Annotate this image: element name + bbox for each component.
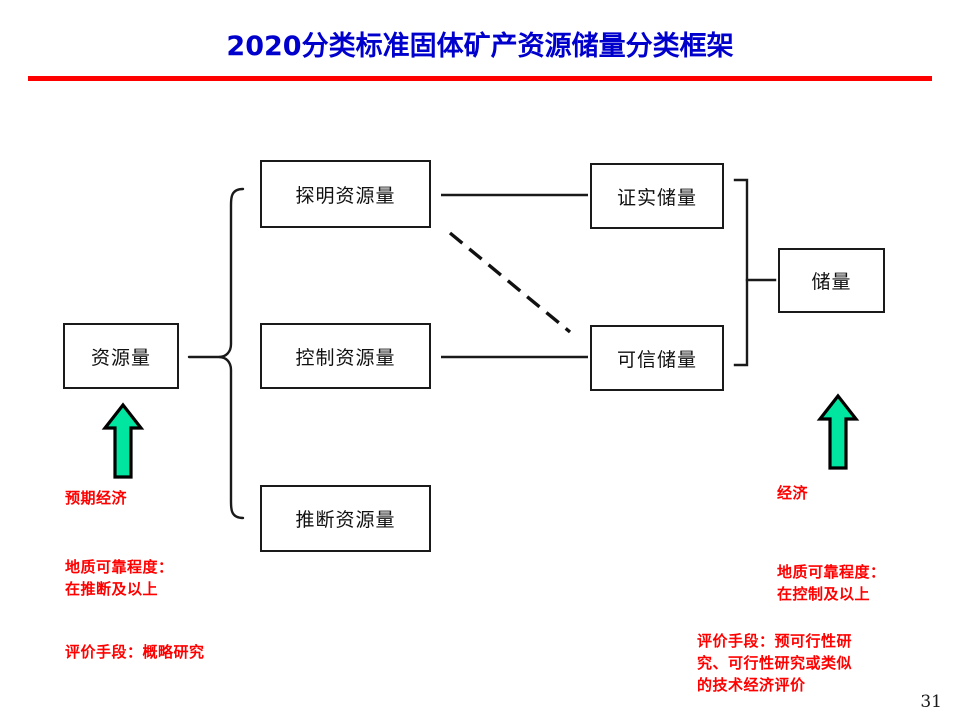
annotation-left-economy: 预期经济 bbox=[65, 489, 128, 507]
node-inferred-resources[interactable]: 推断资源量 bbox=[260, 485, 431, 552]
node-resources[interactable]: 资源量 bbox=[63, 323, 179, 389]
right-square-bracket-icon bbox=[733, 178, 777, 367]
annotation-right-economy: 经济 bbox=[777, 484, 809, 502]
annotation-left-geological-reliability: 地质可靠程度： 在推断及以上 bbox=[65, 558, 174, 598]
node-probable-reserves[interactable]: 可信储量 bbox=[590, 325, 724, 391]
annotation-right-evaluation-method: 评价手段：预可行性研 究、可行性研究或类似 的技术经济评价 bbox=[697, 632, 853, 694]
node-proved-reserves[interactable]: 证实储量 bbox=[590, 163, 724, 229]
node-indicated-resources[interactable]: 控制资源量 bbox=[260, 323, 431, 389]
node-measured-resources[interactable]: 探明资源量 bbox=[260, 160, 431, 228]
page-number: 31 bbox=[920, 692, 942, 712]
annotation-right-geological-reliability: 地质可靠程度： 在控制及以上 bbox=[777, 563, 886, 603]
annotation-left-evaluation-method: 评价手段：概略研究 bbox=[65, 643, 205, 661]
right-up-arrow-icon bbox=[816, 393, 860, 470]
node-reserves[interactable]: 储量 bbox=[778, 248, 885, 313]
connector-measured-to-probable-dashed bbox=[448, 231, 572, 334]
left-up-arrow-icon bbox=[101, 402, 145, 479]
page-title: 2020分类标准固体矿产资源储量分类框架 bbox=[226, 31, 734, 62]
left-curly-brace-icon bbox=[187, 187, 245, 520]
title-divider bbox=[28, 76, 932, 81]
